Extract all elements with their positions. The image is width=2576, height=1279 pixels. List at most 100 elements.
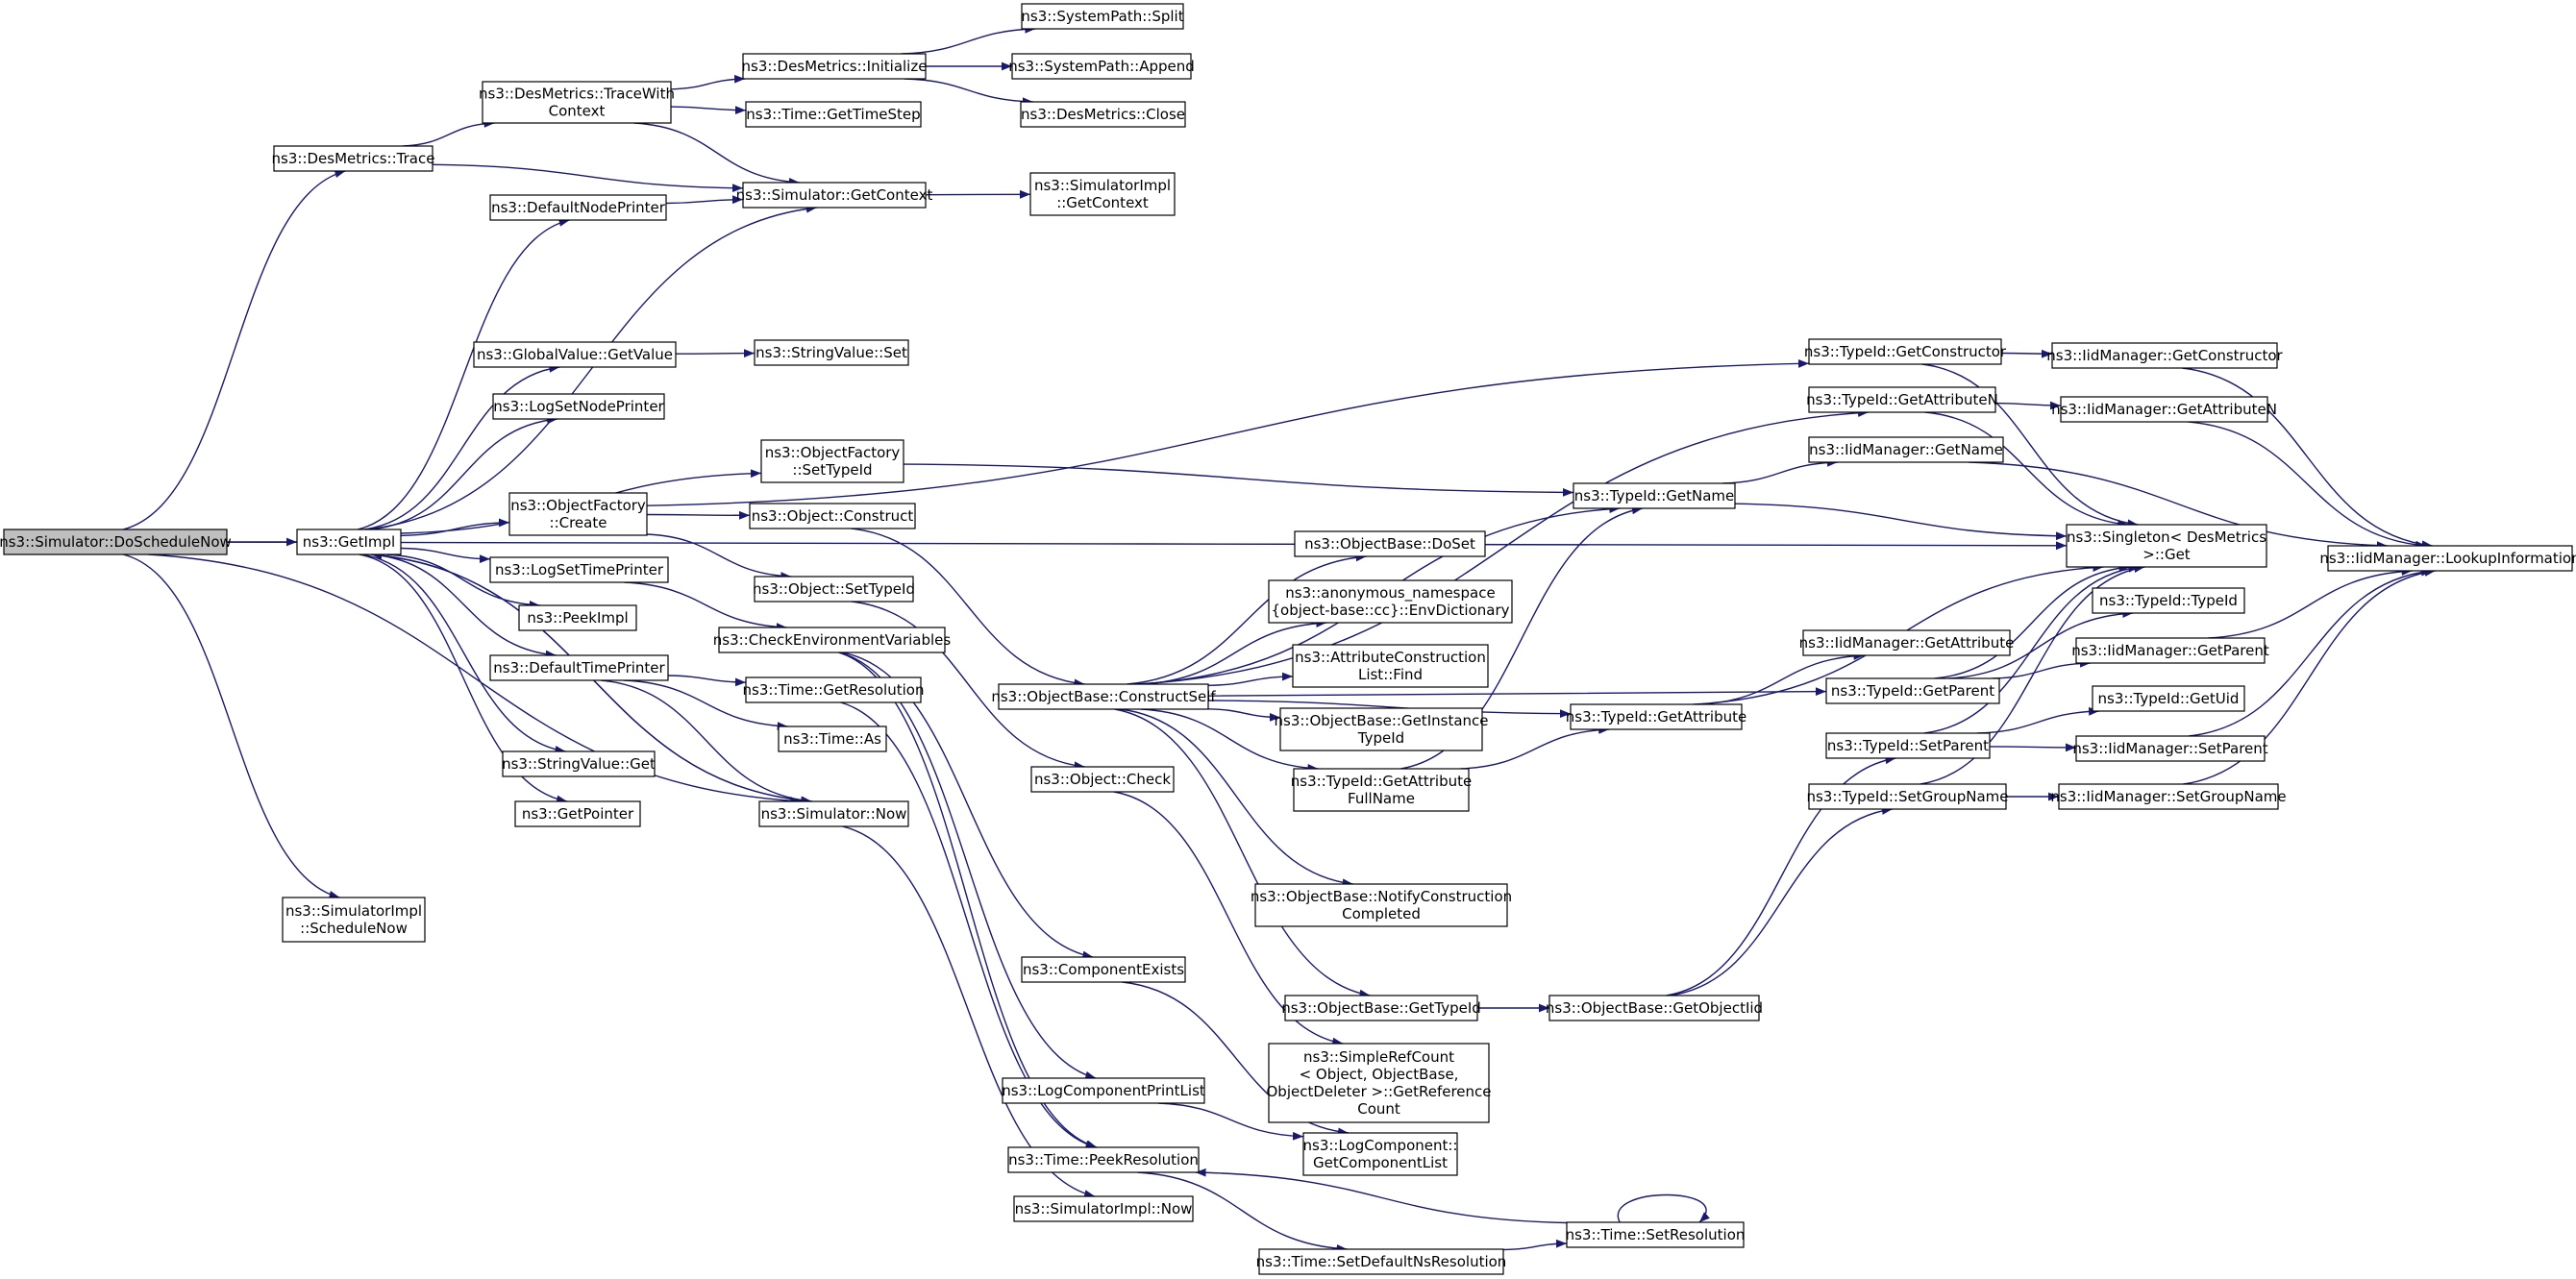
node-box[interactable] <box>514 800 641 827</box>
node-box[interactable] <box>754 576 914 603</box>
node-getpointer[interactable]: ns3::GetPointer <box>514 800 641 827</box>
node-box[interactable] <box>1284 995 1478 1021</box>
node-stringvalue-get[interactable]: ns3::StringValue::Get <box>502 750 656 777</box>
node-root[interactable]: ns3::Simulator::DoScheduleNow <box>0 529 232 555</box>
node-box[interactable] <box>1566 1221 1745 1248</box>
node-box[interactable] <box>282 897 426 943</box>
node-box[interactable] <box>1825 732 1991 759</box>
node-box[interactable] <box>1294 530 1486 557</box>
node-defaulttimeprinter[interactable]: ns3::DefaultTimePrinter <box>489 654 669 681</box>
node-object-construct[interactable]: ns3::Object::Construct <box>749 503 916 529</box>
node-simimpl-now[interactable]: ns3::SimulatorImpl::Now <box>1013 1195 1194 1222</box>
node-box[interactable] <box>2092 685 2245 712</box>
node-simplerefcount[interactable]: ns3::SimpleRefCount< Object, ObjectBase,… <box>1266 1043 1492 1123</box>
node-box[interactable] <box>3 529 228 555</box>
node-objectfactory-settypeid[interactable]: ns3::ObjectFactory::SetTypeId <box>760 439 904 483</box>
node-desmetrics-initialize[interactable]: ns3::DesMetrics::Initialize <box>742 53 928 80</box>
node-box[interactable] <box>998 683 1209 710</box>
node-box[interactable] <box>1570 703 1743 730</box>
node-iidmanager-setgroupname[interactable]: ns3::IidManager::SetGroupName <box>2050 783 2287 810</box>
node-box[interactable] <box>2058 783 2279 810</box>
node-box[interactable] <box>2051 342 2278 369</box>
node-time-setdefaultnsresolution[interactable]: ns3::Time::SetDefaultNsResolution <box>1256 1248 1507 1275</box>
node-iidmanager-getattribute[interactable]: ns3::IidManager::GetAttribute <box>1799 629 2015 656</box>
node-time-as[interactable]: ns3::Time::As <box>778 726 887 752</box>
node-typeid-getattribute[interactable]: ns3::TypeId::GetAttribute <box>1566 703 1746 730</box>
node-objectfactory-create[interactable]: ns3::ObjectFactory::Create <box>508 492 648 536</box>
node-box[interactable] <box>1268 1043 1490 1123</box>
node-box[interactable] <box>1302 1132 1458 1176</box>
node-box[interactable] <box>1254 883 1508 927</box>
node-notifyconstructioncompleted[interactable]: ns3::ObjectBase::NotifyConstructionCompl… <box>1251 883 1512 927</box>
node-box[interactable] <box>1268 579 1513 624</box>
node-checkenvvars[interactable]: ns3::CheckEnvironmentVariables <box>713 627 952 653</box>
node-logcomponentprintlist[interactable]: ns3::LogComponentPrintList <box>1002 1077 1205 1104</box>
node-box[interactable] <box>489 556 669 583</box>
node-box[interactable] <box>1808 783 2007 810</box>
node-box[interactable] <box>754 339 909 366</box>
node-box[interactable] <box>1573 482 1736 509</box>
node-simimpl-getcontext[interactable]: ns3::SimulatorImpl::GetContext <box>1029 172 1176 216</box>
node-box[interactable] <box>1808 338 2002 365</box>
node-box[interactable] <box>745 676 922 703</box>
node-typeid-setgroupname[interactable]: ns3::TypeId::SetGroupName <box>1806 783 2009 810</box>
node-box[interactable] <box>489 194 667 221</box>
node-box[interactable] <box>742 182 927 209</box>
node-box[interactable] <box>1825 677 2000 704</box>
node-globalvalue-getvalue[interactable]: ns3::GlobalValue::GetValue <box>473 341 677 368</box>
node-box[interactable] <box>1802 629 2011 656</box>
node-desmetrics-trace[interactable]: ns3::DesMetrics::Trace <box>272 145 435 172</box>
node-box[interactable] <box>749 503 916 529</box>
node-time-gettimestep[interactable]: ns3::Time::GetTimeStep <box>745 101 922 128</box>
node-time-setresolution[interactable]: ns3::Time::SetResolution <box>1566 1221 1746 1248</box>
node-box[interactable] <box>489 654 669 681</box>
node-box[interactable] <box>718 627 946 653</box>
node-systempath-split[interactable]: ns3::SystemPath::Split <box>1021 3 1184 30</box>
node-box[interactable] <box>742 53 927 80</box>
node-box[interactable] <box>2066 524 2267 568</box>
node-box[interactable] <box>1293 768 1470 812</box>
node-box[interactable] <box>1007 1146 1200 1173</box>
node-object-check[interactable]: ns3::Object::Check <box>1030 766 1175 793</box>
node-logcomponent-getcomponentlist[interactable]: ns3::LogComponent::GetComponentList <box>1302 1132 1458 1176</box>
node-box[interactable] <box>273 145 433 172</box>
node-constructself[interactable]: ns3::ObjectBase::ConstructSelf <box>991 683 1216 710</box>
node-objectbase-getobjectiid[interactable]: ns3::ObjectBase::GetObjectIid <box>1546 995 1763 1021</box>
node-iidmanager-getconstructor[interactable]: ns3::IidManager::GetConstructor <box>2046 342 2284 369</box>
node-time-getresolution[interactable]: ns3::Time::GetResolution <box>743 676 925 703</box>
node-objectbase-gettypeid[interactable]: ns3::ObjectBase::GetTypeId <box>1281 995 1481 1021</box>
node-box[interactable] <box>758 800 909 827</box>
node-typeid-typeid[interactable]: ns3::TypeId::TypeId <box>2092 587 2245 614</box>
node-box[interactable] <box>1021 956 1186 983</box>
node-box[interactable] <box>1258 1248 1504 1275</box>
node-box[interactable] <box>492 393 665 420</box>
node-box[interactable] <box>1021 3 1184 30</box>
node-box[interactable] <box>1548 995 1760 1021</box>
node-objectbase-doset[interactable]: ns3::ObjectBase::DoSet <box>1294 530 1486 557</box>
node-typeid-getconstructor[interactable]: ns3::TypeId::GetConstructor <box>1804 338 2007 365</box>
node-desmetrics-close[interactable]: ns3::DesMetrics::Close <box>1020 101 1186 128</box>
node-iidmanager-getparent[interactable]: ns3::IidManager::GetParent <box>2071 637 2269 664</box>
node-stringvalue-set[interactable]: ns3::StringValue::Set <box>754 339 909 366</box>
node-typeid-getparent[interactable]: ns3::TypeId::GetParent <box>1825 677 2000 704</box>
node-singleton-get[interactable]: ns3::Singleton< DesMetrics>::Get <box>2066 524 2267 568</box>
node-envdictionary[interactable]: ns3::anonymous_namespace{object-base::cc… <box>1268 579 1513 624</box>
node-box[interactable] <box>2092 587 2245 614</box>
node-componentexists[interactable]: ns3::ComponentExists <box>1021 956 1186 983</box>
node-box[interactable] <box>473 341 677 368</box>
node-box[interactable] <box>2075 735 2266 762</box>
node-object-settypeid[interactable]: ns3::Object::SetTypeId <box>753 576 915 603</box>
node-box[interactable] <box>1013 1195 1194 1222</box>
node-logsetnodeprinter[interactable]: ns3::LogSetNodePrinter <box>492 393 665 420</box>
node-typeid-getuid[interactable]: ns3::TypeId::GetUid <box>2092 685 2245 712</box>
node-iidmanager-getattributen[interactable]: ns3::IidManager::GetAttributeN <box>2051 396 2277 423</box>
node-logsettimeprinter[interactable]: ns3::LogSetTimePrinter <box>489 556 669 583</box>
node-systempath-append[interactable]: ns3::SystemPath::Append <box>1008 53 1195 80</box>
node-iidmanager-getname[interactable]: ns3::IidManager::GetName <box>1808 436 2004 463</box>
node-box[interactable] <box>1011 53 1192 80</box>
node-box[interactable] <box>1030 766 1175 793</box>
node-typeid-getattributen[interactable]: ns3::TypeId::GetAttributeN <box>1806 386 1998 413</box>
